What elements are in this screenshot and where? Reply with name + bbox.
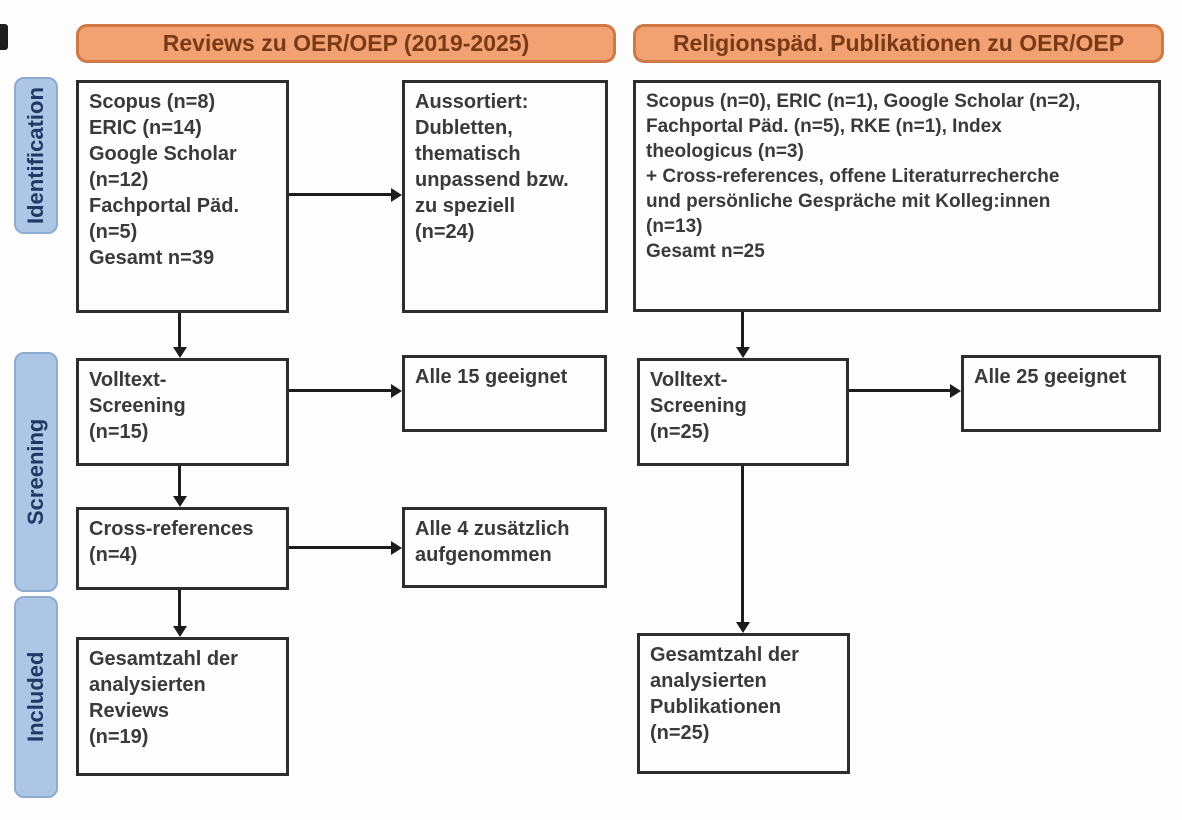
box-screening-result-right: Alle 25 geeignet [961,355,1161,432]
arrow-sources-to-screening-left [178,313,181,347]
arrow-sources-to-screening-right [741,312,744,347]
stage-label-screening: Screening [14,352,58,592]
arrow-screening-to-crossref-left [178,466,181,496]
column-header-religionspaed: Religionspäd. Publikationen zu OER/OEP [633,24,1164,63]
arrow-crossref-to-included-left [178,590,181,626]
box-crossreferences-result-left: Alle 4 zusätzlich aufgenommen [402,507,607,588]
arrow-screening-to-result-right [849,389,950,392]
box-included-total-right: Gesamtzahl der analysierten Publikatione… [637,633,850,774]
box-included-total-left: Gesamtzahl der analysierten Reviews (n=1… [76,637,289,776]
box-identification-sources-left: Scopus (n=8) ERIC (n=14) Google Scholar … [76,80,289,313]
arrow-screening-to-result-left [289,389,391,392]
box-fulltext-screening-left: Volltext- Screening (n=15) [76,358,289,466]
box-crossreferences-left: Cross-references (n=4) [76,507,289,590]
column-header-reviews: Reviews zu OER/OEP (2019-2025) [76,24,616,63]
box-identification-sources-right: Scopus (n=0), ERIC (n=1), Google Scholar… [633,80,1161,312]
arrow-crossref-to-result-left [289,546,391,549]
arrow-sources-to-excluded-left [289,193,391,196]
box-fulltext-screening-right: Volltext- Screening (n=25) [637,358,849,466]
arrow-screening-to-included-right [741,466,744,622]
box-excluded-left: Aussortiert: Dubletten, thematisch unpas… [402,80,608,313]
scan-artifact [0,24,8,50]
stage-label-identification: Identification [14,77,58,234]
box-screening-result-left: Alle 15 geeignet [402,355,607,432]
stage-label-included: Included [14,596,58,798]
